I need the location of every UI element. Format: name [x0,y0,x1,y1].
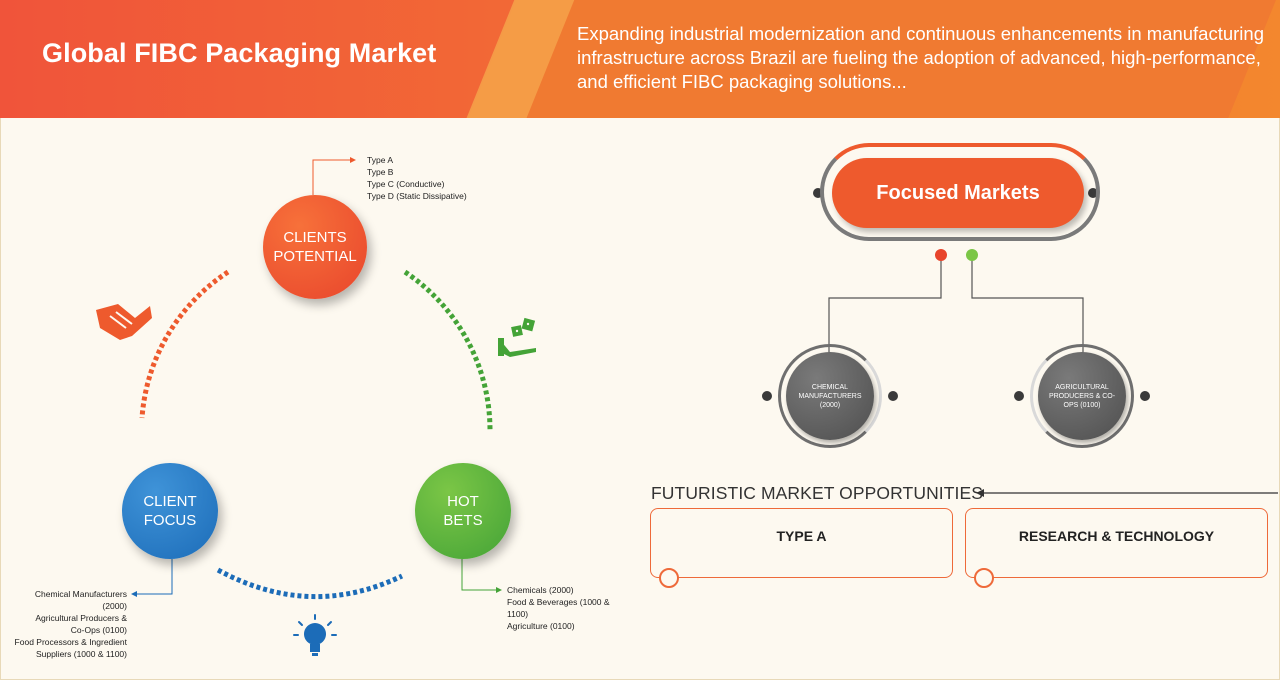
market-ring-agricultural [1030,344,1134,448]
list-item: Type A [367,155,393,165]
market-agricultural-producers: AGRICULTURAL PRODUCERS & CO-OPS (0100) [1038,352,1126,440]
connector-hot [461,559,498,591]
connector-potential [312,159,352,195]
opportunity-type-a: TYPE A [650,508,953,578]
hot-bets-list: Chemicals (2000) Food & Beverages (1000 … [507,584,625,632]
arc-orange [139,269,230,419]
money-dice-icon [498,317,536,357]
header-banner: Global FIBC Packaging Market Expanding i… [0,0,1280,118]
page-title: Global FIBC Packaging Market [42,38,437,68]
connector-market-1 [828,260,942,358]
handshake-icon [96,304,152,340]
list-item: Agricultural Producers & [35,613,127,623]
list-item: Co-Ops (0100) [70,625,127,635]
client-focus-list: Chemical Manufacturers (2000) Agricultur… [0,588,127,660]
focused-markets-dot-red [935,249,947,261]
connector-focus [135,559,173,595]
opportunity-research-technology: RESEARCH & TECHNOLOGY [965,508,1268,578]
focused-markets-ring [820,143,1100,241]
list-item: Food Processors & Ingredient [14,637,127,647]
list-item: Type C (Conductive) [367,179,445,189]
header-description: Expanding industrial modernization and c… [577,23,1264,92]
opportunity-marker [974,568,994,588]
list-item: Suppliers (1000 & 1100) [35,649,127,659]
list-item: Agriculture (0100) [507,621,575,631]
market-chemical-manufacturers: CHEMICAL MANUFACTURERS (2000) [786,352,874,440]
list-item: Food & Beverages (1000 & [507,597,610,607]
futuristic-title: FUTURISTIC MARKET OPPORTUNITIES [651,483,984,503]
client-focus-circle: CLIENT FOCUS [122,463,218,559]
arc-blue [216,567,404,600]
arc-green [403,269,493,431]
connector-market-2 [971,260,1084,358]
list-item: Type B [367,167,394,177]
list-item: (2000) [102,601,127,611]
opportunity-marker [659,568,679,588]
list-item: Chemical Manufacturers [34,589,127,599]
clients-potential-circle: CLIENTS POTENTIAL [263,195,367,299]
focused-markets-dot-green [966,249,978,261]
focused-markets-title: Focused Markets [832,158,1084,228]
lightbulb-icon [293,614,337,656]
list-item: Type D (Static Dissipative) [367,191,467,201]
clients-potential-list: Type A Type B Type C (Conductive) Type D… [367,154,467,202]
market-ring-chemical [778,344,882,448]
list-item: 1100) [507,609,529,619]
hot-bets-circle: HOT BETS [415,463,511,559]
list-item: Chemicals (2000) [507,585,574,595]
